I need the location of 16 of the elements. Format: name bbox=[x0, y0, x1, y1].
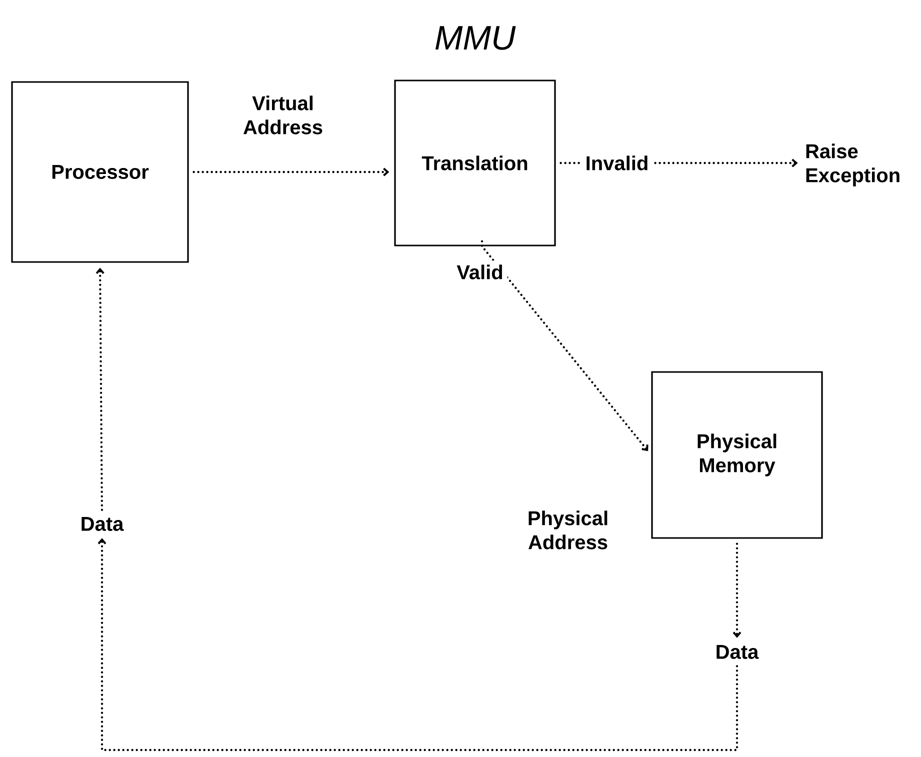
arrow bbox=[98, 538, 738, 752]
node-label: Data bbox=[82, 517, 124, 531]
node-label: Raise Exception bbox=[806, 144, 900, 186]
arrow bbox=[96, 268, 104, 511]
node-label: Data bbox=[716, 645, 759, 659]
arrow bbox=[480, 240, 648, 452]
text-label: Physical Address bbox=[528, 510, 608, 550]
process-box: Translation bbox=[394, 80, 556, 246]
process-box: Processor bbox=[11, 81, 189, 263]
process-box: Physical Memory bbox=[651, 371, 823, 539]
edge-label: Valid bbox=[452, 260, 508, 284]
handwritten-heading: MMU bbox=[435, 26, 516, 50]
edge-label: Invalid bbox=[581, 152, 653, 174]
arrow bbox=[732, 542, 742, 638]
edge-label: Virtual Address bbox=[244, 96, 322, 134]
arrow bbox=[192, 168, 390, 176]
